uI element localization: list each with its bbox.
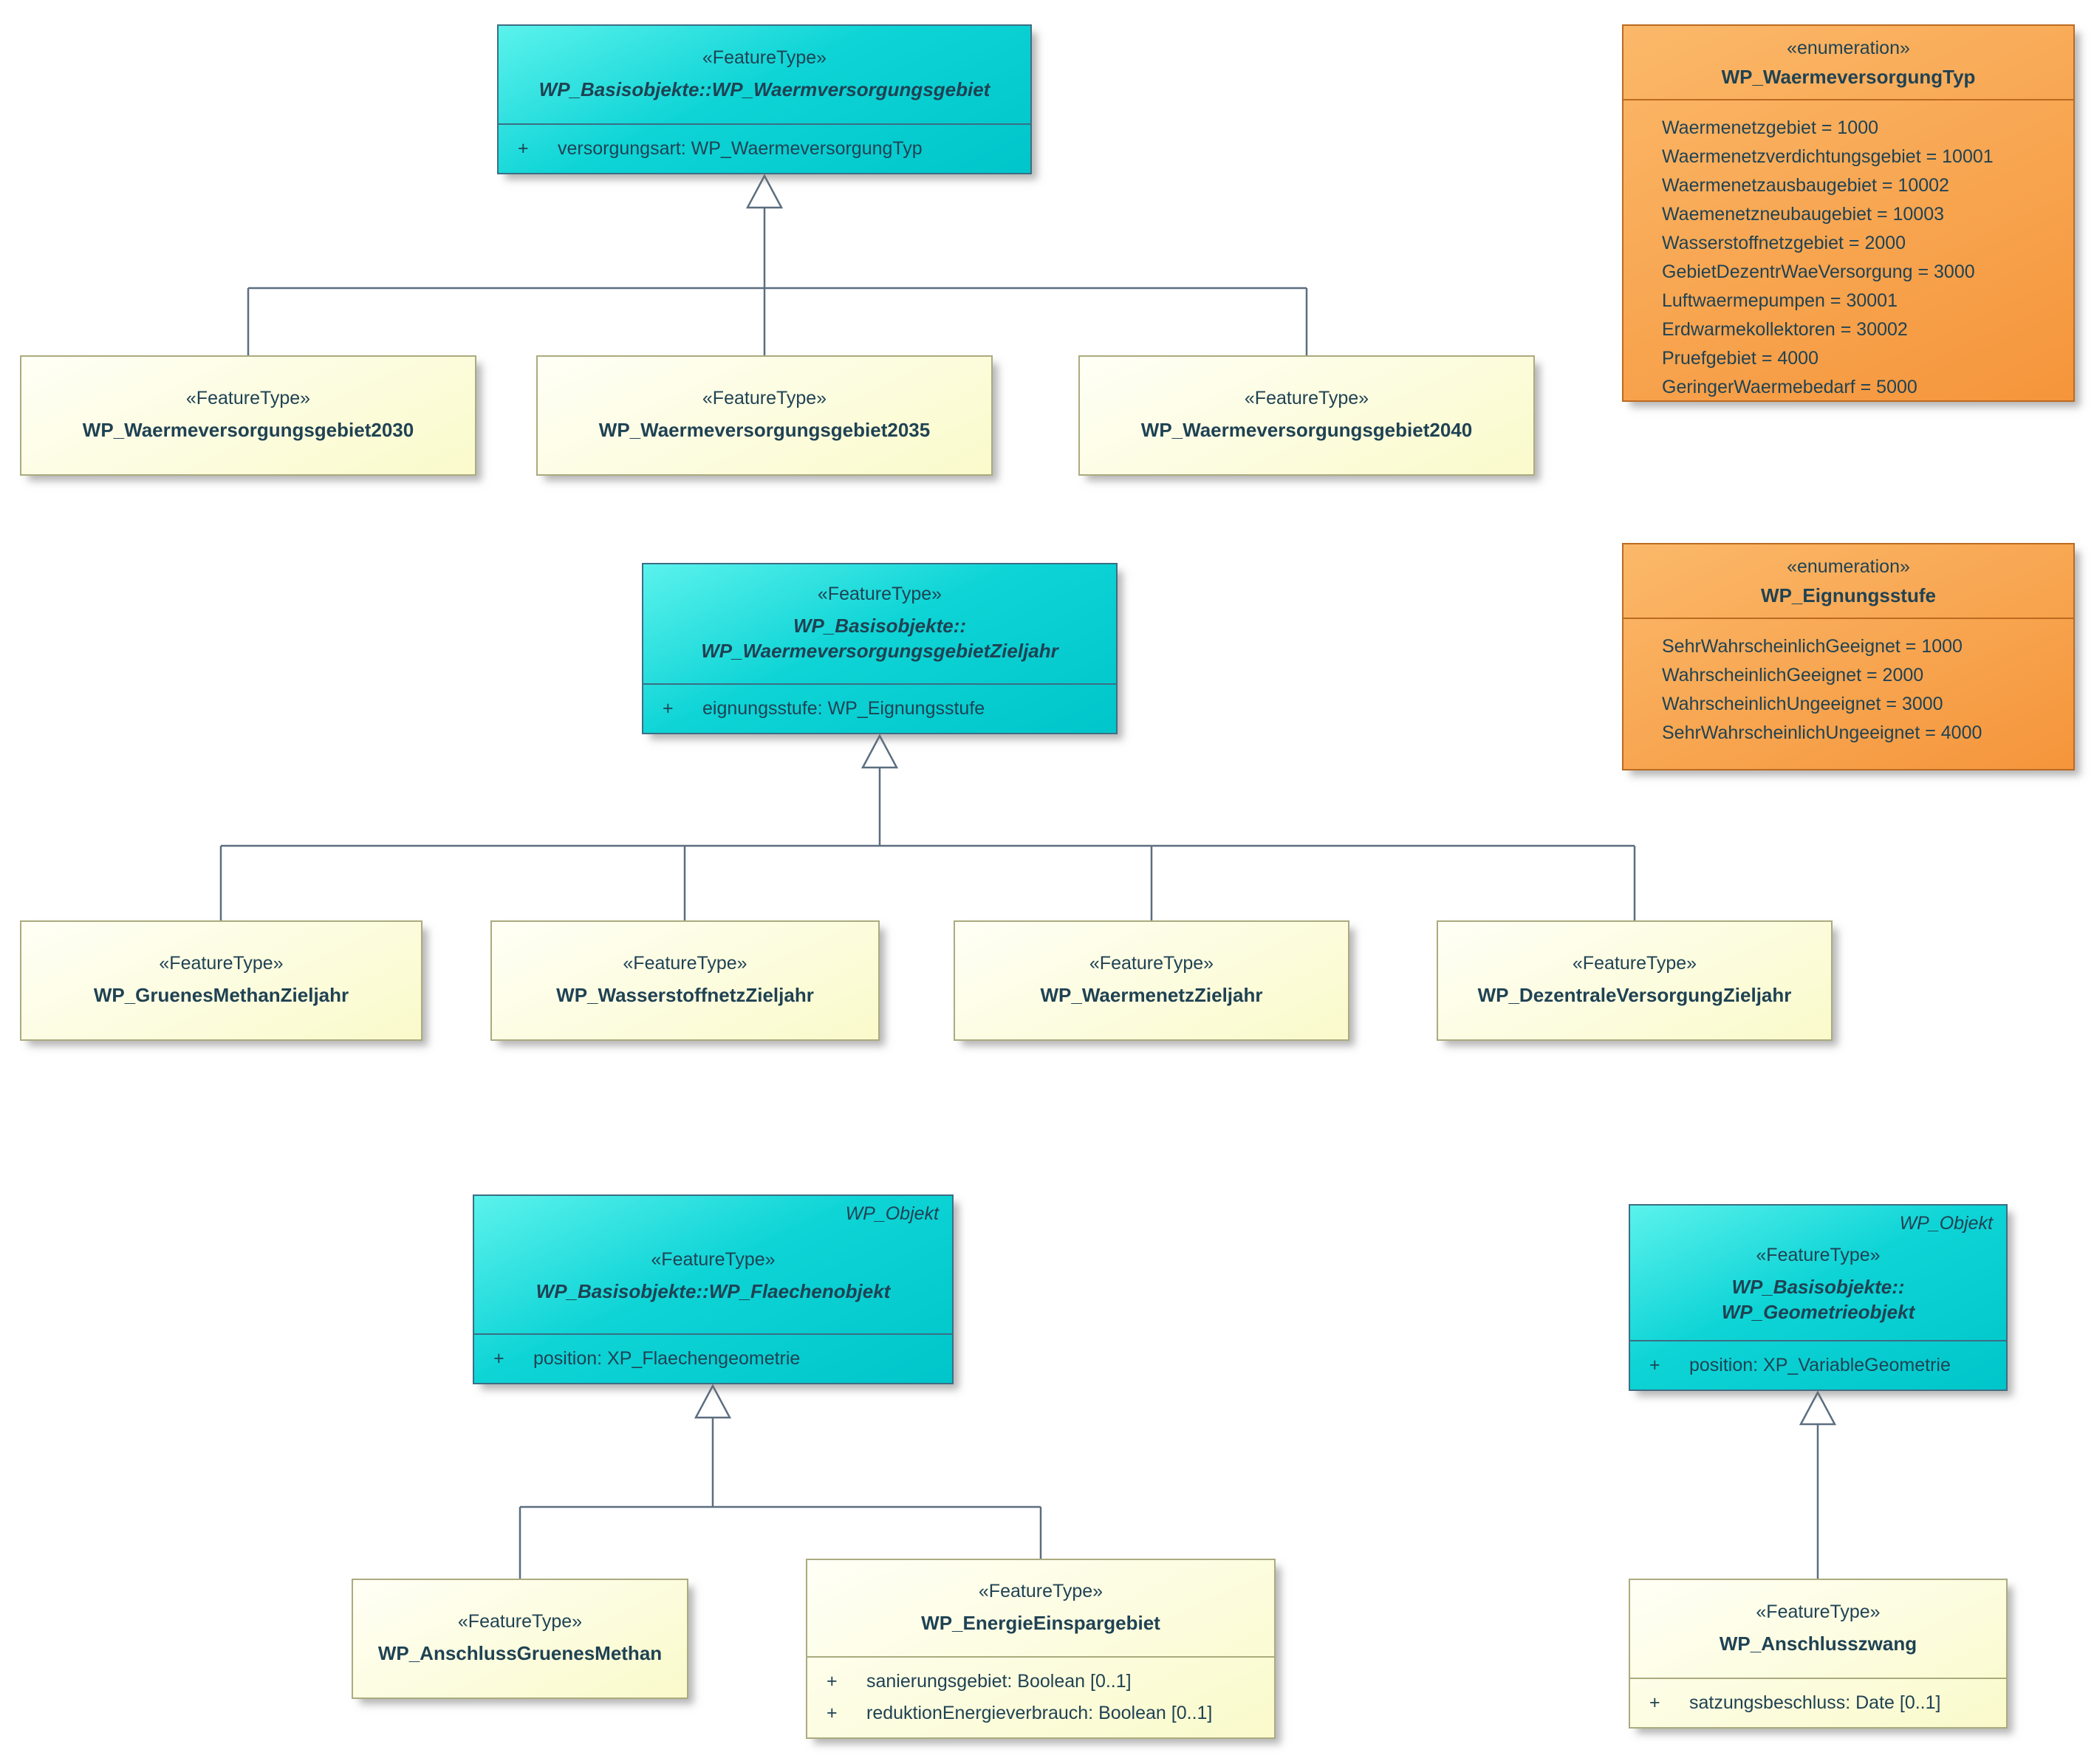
- class-name: WP_Basisobjekte::WP_Flaechenobjekt: [536, 1279, 891, 1302]
- attribute-text: eignungsstufe: WP_Eignungsstufe: [702, 698, 985, 719]
- class-box-wasserstoffnetz-zieljahr: «FeatureType» WP_WasserstoffnetzZieljahr: [490, 920, 880, 1041]
- class-name-line2: WP_Geometrieobjekt: [1721, 1300, 1915, 1323]
- generalization-tree-geometrieobjekt: [1799, 1390, 1837, 1579]
- enum-literal: SehrWahrscheinlichUngeeignet = 4000: [1662, 722, 1982, 743]
- generalization-arrowhead: [745, 174, 784, 209]
- attribute-row: + position: XP_Flaechengeometrie: [493, 1348, 933, 1370]
- stereotype-label: «FeatureType»: [159, 953, 284, 974]
- generalization-arrowhead: [860, 734, 899, 769]
- class-box-anschlusszwang: «FeatureType» WP_Anschlusszwang + satzun…: [1629, 1579, 2008, 1729]
- stereotype-label: «FeatureType»: [623, 953, 747, 974]
- generalization-arrowhead: [694, 1384, 732, 1419]
- stereotype-label: «FeatureType»: [185, 388, 311, 409]
- enum-literal: Waermenetzgebiet = 1000: [1662, 117, 1879, 138]
- class-box-flaechenobjekt: WP_Objekt «FeatureType» WP_Basisobjekte:…: [473, 1194, 954, 1384]
- class-box-gebiet2035: «FeatureType» WP_Waermeversorgungsgebiet…: [536, 355, 993, 476]
- attribute-text: sanierungsgebiet: Boolean [0..1]: [866, 1671, 1132, 1692]
- enum-literal: Pruefgebiet = 4000: [1662, 347, 1818, 369]
- attribute-visibility: +: [663, 698, 674, 719]
- class-box-anschluss-gruenes-methan: «FeatureType» WP_AnschlussGruenesMethan: [352, 1579, 688, 1699]
- class-box-waermversorgungsgebiet: «FeatureType» WP_Basisobjekte::WP_Waermv…: [497, 24, 1032, 174]
- stereotype-label: «FeatureType»: [1572, 953, 1697, 974]
- enum-literal: SehrWahrscheinlichGeeignet = 1000: [1662, 635, 1963, 657]
- class-box-dezentrale-versorgung-zieljahr: «FeatureType» WP_DezentraleVersorgungZie…: [1437, 920, 1833, 1041]
- stereotype-label: «FeatureType»: [817, 584, 942, 605]
- attribute-row: + satzungsbeschluss: Date [0..1]: [1649, 1692, 1987, 1714]
- class-box-energie-einspargebiet: «FeatureType» WP_EnergieEinspargebiet + …: [806, 1559, 1276, 1739]
- stereotype-label: «FeatureType»: [1089, 953, 1214, 974]
- class-name: WP_WaermenetzZieljahr: [1040, 984, 1263, 1007]
- class-box-gruenes-methan-zieljahr: «FeatureType» WP_GruenesMethanZieljahr: [20, 920, 422, 1041]
- attribute-visibility: +: [493, 1348, 504, 1369]
- generalization-tree-waermversorgungsgebiet: [247, 174, 1308, 355]
- class-name: WP_Basisobjekte::WP_Waermversorgungsgebi…: [538, 78, 990, 100]
- attribute-text: satzungsbeschluss: Date [0..1]: [1689, 1692, 1941, 1713]
- enum-literal: Waermenetzverdichtungsgebiet = 10001: [1662, 146, 1994, 167]
- enum-literal: WahrscheinlichGeeignet = 2000: [1662, 664, 1924, 686]
- attribute-text: reduktionEnergieverbrauch: Boolean [0..1…: [866, 1703, 1213, 1723]
- attribute-row: + sanierungsgebiet: Boolean [0..1]: [827, 1671, 1255, 1692]
- enum-literal: Waemenetzneubaugebiet = 10003: [1662, 203, 1945, 225]
- stereotype-label: «FeatureType»: [1244, 388, 1369, 409]
- class-box-waermenetz-zieljahr: «FeatureType» WP_WaermenetzZieljahr: [954, 920, 1349, 1041]
- enum-literal: GebietDezentrWaeVersorgung = 3000: [1662, 261, 1975, 282]
- attribute-text: position: XP_Flaechengeometrie: [533, 1348, 801, 1369]
- class-name: WP_Waermeversorgungsgebiet2030: [82, 419, 414, 442]
- class-name: WP_Waermeversorgungsgebiet2040: [1140, 419, 1473, 442]
- enum-literal: Erdwarmekollektoren = 30002: [1662, 318, 1908, 340]
- attribute-visibility: +: [827, 1671, 838, 1692]
- attribute-row: + versorgungsart: WP_WaermeversorgungTyp: [518, 138, 1011, 160]
- class-name: WP_DezentraleVersorgungZieljahr: [1477, 984, 1792, 1007]
- enumeration-box-waermeversorgungtyp: «enumeration» WP_WaermeversorgungTyp Wae…: [1622, 24, 2075, 402]
- class-name: WP_Waermeversorgungsgebiet2035: [598, 419, 931, 442]
- generalization-tree-zieljahr: [219, 734, 1636, 920]
- enum-literal: WahrscheinlichUngeeignet = 3000: [1662, 693, 1943, 714]
- class-box-gebiet2040: «FeatureType» WP_Waermeversorgungsgebiet…: [1078, 355, 1535, 476]
- class-box-geometrieobjekt: WP_Objekt «FeatureType» WP_Basisobjekte:…: [1629, 1204, 2008, 1391]
- class-name-line1: WP_Basisobjekte::: [1731, 1275, 1905, 1298]
- class-name: WP_AnschlussGruenesMethan: [377, 1642, 663, 1665]
- generalization-arrowhead: [1799, 1390, 1837, 1426]
- class-name-line1: WP_Basisobjekte::: [793, 615, 967, 637]
- class-name: WP_GruenesMethanZieljahr: [93, 984, 349, 1007]
- generalization-tree-flaechenobjekt: [519, 1384, 1042, 1579]
- enum-literal: Waermenetzausbaugebiet = 10002: [1662, 174, 1949, 196]
- enum-literal: GeringerWaermebedarf = 5000: [1662, 376, 1917, 397]
- stereotype-label: «FeatureType»: [1756, 1244, 1881, 1265]
- stereotype-label: «FeatureType»: [651, 1248, 776, 1270]
- attribute-text: position: XP_VariableGeometrie: [1689, 1355, 1951, 1375]
- attribute-visibility: +: [1649, 1692, 1660, 1713]
- attribute-visibility: +: [827, 1703, 838, 1723]
- class-name: WP_WasserstoffnetzZieljahr: [556, 984, 814, 1007]
- package-tag: WP_Objekt: [1899, 1213, 1993, 1234]
- attribute-text: versorgungsart: WP_WaermeversorgungTyp: [558, 138, 923, 159]
- enumeration-name: WP_Eignungsstufe: [1761, 584, 1936, 606]
- stereotype-label: «FeatureType»: [702, 388, 827, 409]
- attribute-visibility: +: [1649, 1355, 1660, 1375]
- stereotype-label: «FeatureType»: [702, 47, 827, 68]
- attribute-row: + eignungsstufe: WP_Eignungsstufe: [663, 698, 1097, 719]
- class-name-line2: WP_WaermeversorgungsgebietZieljahr: [701, 640, 1058, 662]
- stereotype-label: «enumeration»: [1787, 38, 1910, 58]
- stereotype-label: «FeatureType»: [978, 1580, 1104, 1601]
- class-box-gebiet2030: «FeatureType» WP_Waermeversorgungsgebiet…: [20, 355, 476, 476]
- class-name: WP_Anschlusszwang: [1719, 1632, 1917, 1655]
- class-name: WP_EnergieEinspargebiet: [921, 1611, 1160, 1634]
- attribute-row: + reduktionEnergieverbrauch: Boolean [0.…: [827, 1703, 1255, 1724]
- attribute-visibility: +: [518, 138, 529, 159]
- enumeration-name: WP_WaermeversorgungTyp: [1721, 66, 1976, 88]
- package-tag: WP_Objekt: [845, 1203, 939, 1224]
- enumeration-box-eignungsstufe: «enumeration» WP_Eignungsstufe SehrWahrs…: [1622, 543, 2075, 770]
- stereotype-label: «FeatureType»: [457, 1611, 583, 1633]
- class-box-zieljahr-parent: «FeatureType» WP_Basisobjekte:: WP_Waerm…: [642, 563, 1118, 734]
- enum-literal: Wasserstoffnetzgebiet = 2000: [1662, 232, 1906, 253]
- stereotype-label: «enumeration»: [1787, 556, 1910, 577]
- enum-literal: Luftwaermepumpen = 30001: [1662, 290, 1898, 311]
- stereotype-label: «FeatureType»: [1756, 1601, 1881, 1622]
- attribute-row: + position: XP_VariableGeometrie: [1649, 1355, 1987, 1376]
